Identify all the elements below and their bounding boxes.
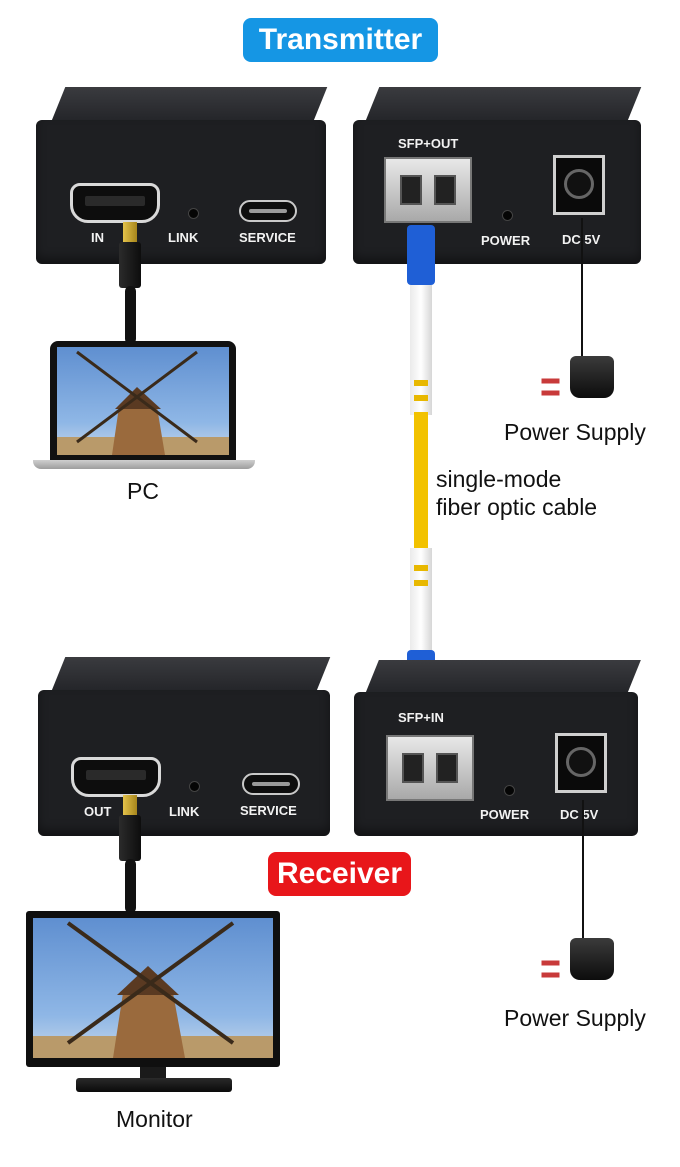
- port-label-dc: DC 5V: [560, 807, 599, 822]
- link-led: [189, 781, 200, 792]
- port-label-sfp-in: SFP+IN: [398, 710, 444, 725]
- service-usbc-port: [239, 200, 297, 222]
- port-label-service: SERVICE: [239, 230, 296, 245]
- link-led: [188, 208, 199, 219]
- port-label-service: SERVICE: [240, 803, 297, 818]
- port-label-in: IN: [91, 230, 104, 245]
- monitor-label: Monitor: [116, 1106, 193, 1132]
- pc-label: PC: [127, 478, 159, 504]
- sfp-in-port: [386, 735, 474, 801]
- fiber-label-line1: single-mode: [436, 466, 562, 492]
- power-led: [502, 210, 513, 221]
- hdmi-in-port: [70, 183, 160, 223]
- port-label-power: POWER: [480, 807, 530, 822]
- lc-connector-icon: [407, 225, 435, 285]
- power-led: [504, 785, 515, 796]
- dc-jack: [555, 733, 607, 793]
- receiver-title: Receiver: [268, 852, 411, 896]
- port-label-link: LINK: [168, 230, 199, 245]
- service-usbc-port: [242, 773, 300, 795]
- port-label-sfp-out: SFP+OUT: [398, 136, 459, 151]
- dc-jack: [553, 155, 605, 215]
- sfp-out-port: [384, 157, 472, 223]
- port-label-out: OUT: [84, 804, 112, 819]
- power-supply-label-top: Power Supply: [504, 419, 646, 445]
- power-supply-label-bottom: Power Supply: [504, 1005, 646, 1031]
- port-label-link: LINK: [169, 804, 200, 819]
- transmitter-title: Transmitter: [243, 18, 438, 62]
- fiber-label-line2: fiber optic cable: [436, 494, 598, 520]
- port-label-power: POWER: [481, 233, 531, 248]
- hdmi-out-port: [71, 757, 161, 797]
